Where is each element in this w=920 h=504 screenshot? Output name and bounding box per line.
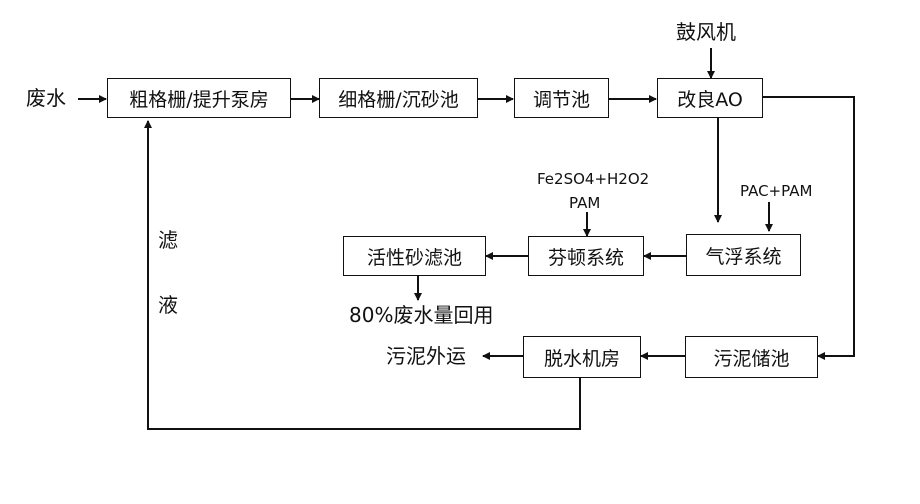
arrow-ao-to-sludge-tank — [763, 96, 855, 360]
label-sludge-out: 污泥外运 — [386, 344, 466, 368]
node-dewatering-room: 脱水机房 — [523, 336, 641, 378]
label-filtrate-2: 液 — [158, 293, 178, 317]
arrow-filtrate-return — [144, 120, 581, 430]
label-flotation-reagent: PAC+PAM — [740, 182, 813, 200]
label-filtrate-1: 滤 — [158, 228, 178, 252]
label-blower: 鼓风机 — [676, 20, 736, 44]
node-sludge-tank: 污泥储池 — [685, 336, 818, 378]
label-wastewater-in: 废水 — [26, 86, 66, 110]
node-coarse-screen: 粗格栅/提升泵房 — [107, 78, 291, 118]
label-fenton-reagent: Fe2SO4+H2O2 — [537, 170, 650, 188]
node-fine-screen: 细格栅/沉砂池 — [319, 78, 478, 118]
node-sand-filter: 活性砂滤池 — [343, 236, 486, 276]
node-regulating-tank: 调节池 — [514, 78, 609, 118]
node-air-flotation: 气浮系统 — [686, 234, 801, 276]
label-reuse: 80%废水量回用 — [349, 303, 494, 327]
node-fenton: 芬顿系统 — [528, 236, 644, 276]
node-improved-ao: 改良AO — [657, 78, 763, 118]
label-fenton-pam: PAM — [569, 194, 601, 212]
